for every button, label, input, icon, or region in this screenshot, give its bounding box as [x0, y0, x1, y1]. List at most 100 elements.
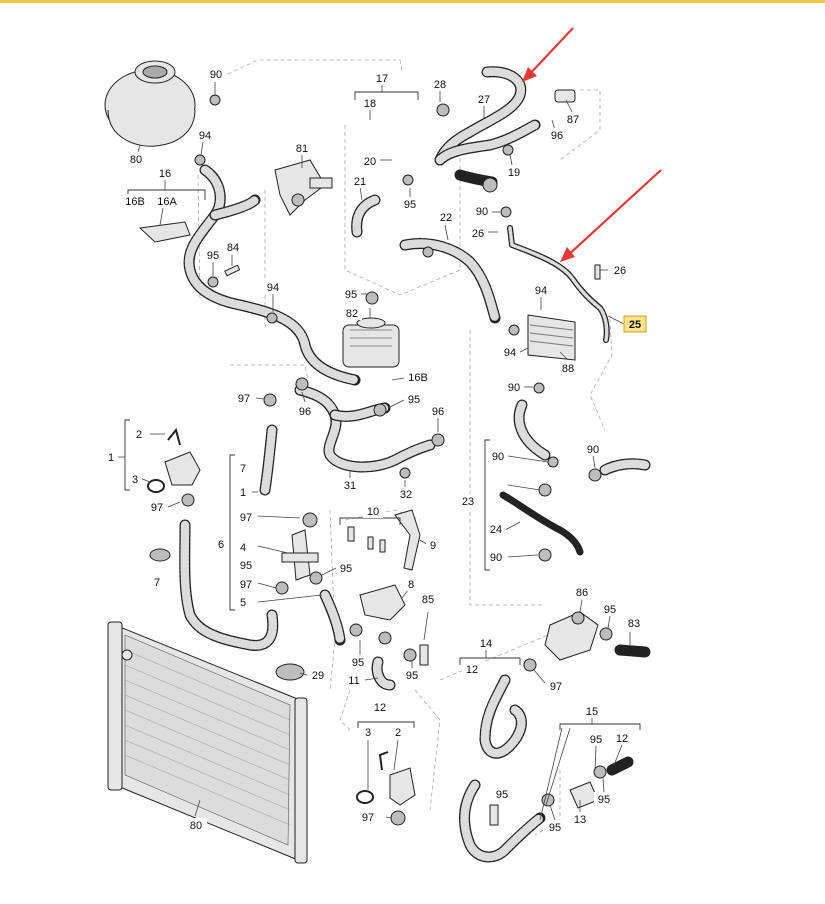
part-label[interactable]: 90 — [206, 67, 226, 81]
part-label[interactable]: 90 — [504, 380, 524, 394]
part-label[interactable]: 95 — [404, 392, 424, 406]
svg-text:9: 9 — [430, 540, 436, 552]
connector-1 — [147, 427, 201, 493]
part-label[interactable]: 11 — [344, 673, 364, 687]
part-label[interactable]: 95 — [492, 787, 512, 801]
part-label[interactable]: 97 — [234, 391, 254, 405]
svg-text:1: 1 — [240, 487, 246, 499]
part-label[interactable]: 84 — [223, 240, 243, 254]
part-label[interactable]: 12 — [370, 700, 390, 714]
part-label[interactable]: 94 — [500, 345, 520, 359]
oil-cooler-82 — [342, 317, 400, 368]
part-label[interactable]: 13 — [570, 812, 590, 826]
part-label[interactable]: 26 — [468, 226, 488, 240]
part-label[interactable]: 6 — [214, 537, 228, 551]
part-label[interactable]: 17 — [372, 71, 392, 85]
part-label[interactable]: 2 — [130, 427, 148, 441]
part-label[interactable]: 14 — [476, 636, 496, 650]
svg-text:1: 1 — [108, 452, 114, 464]
svg-text:11: 11 — [348, 675, 359, 687]
part-label[interactable]: 96 — [428, 404, 448, 418]
part-label[interactable]: 16B — [121, 194, 149, 208]
part-label-highlighted[interactable]: 25 — [623, 315, 647, 333]
svg-text:95: 95 — [406, 670, 418, 682]
part-label[interactable]: 95 — [600, 602, 620, 616]
part-label[interactable]: 16 — [155, 166, 175, 180]
part-label[interactable]: 87 — [563, 112, 583, 126]
part-label[interactable]: 31 — [340, 478, 360, 492]
part-label[interactable]: 90 — [486, 550, 506, 564]
part-label[interactable]: 95 — [203, 248, 223, 262]
part-label[interactable]: 90 — [472, 204, 492, 218]
part-label[interactable]: 19 — [504, 165, 524, 179]
part-label[interactable]: 22 — [436, 210, 456, 224]
part-label[interactable]: 90 — [488, 449, 508, 463]
part-label[interactable]: 12 — [612, 731, 632, 745]
part-label[interactable]: 80 — [185, 818, 207, 832]
part-label[interactable]: 97 — [236, 510, 256, 524]
part-label[interactable]: 95 — [348, 655, 368, 669]
part-label[interactable]: 94 — [263, 280, 283, 294]
part-label[interactable]: 83 — [624, 616, 644, 630]
part-label[interactable]: 95 — [545, 820, 565, 834]
part-label[interactable]: 23 — [458, 494, 478, 508]
svg-text:94: 94 — [535, 285, 547, 297]
part-label[interactable]: 85 — [418, 592, 438, 606]
part-label[interactable]: 1 — [104, 450, 118, 464]
part-label[interactable]: 95 — [400, 197, 420, 211]
part-label[interactable]: 12 — [462, 662, 482, 676]
part-label[interactable]: 9 — [426, 538, 440, 552]
part-label[interactable]: 16B — [404, 370, 432, 384]
part-label[interactable]: 15 — [582, 704, 602, 718]
part-label[interactable]: 95 — [402, 668, 422, 682]
part-label[interactable]: 95 — [594, 792, 614, 806]
part-label[interactable]: 82 — [342, 306, 362, 320]
part-label[interactable]: 27 — [474, 92, 494, 106]
part-label[interactable]: 95 — [236, 558, 256, 572]
svg-text:32: 32 — [400, 489, 412, 501]
part-label[interactable]: 1 — [236, 485, 250, 499]
part-label[interactable]: 96 — [295, 404, 315, 418]
part-label[interactable]: 3 — [361, 725, 375, 739]
svg-text:23: 23 — [462, 496, 474, 508]
svg-text:7: 7 — [154, 577, 160, 589]
part-label[interactable]: 97 — [546, 679, 566, 693]
hoses — [179, 66, 651, 863]
part-label[interactable]: 80 — [125, 152, 147, 166]
part-label[interactable]: 10 — [363, 504, 383, 518]
part-label[interactable]: 18 — [360, 96, 380, 110]
part-label[interactable]: 8 — [404, 577, 418, 591]
part-label[interactable]: 81 — [292, 141, 312, 155]
part-label[interactable]: 26 — [610, 263, 630, 277]
part-label[interactable]: 97 — [147, 500, 167, 514]
part-label[interactable]: 4 — [236, 540, 250, 554]
part-label[interactable]: 3 — [128, 472, 142, 486]
part-label[interactable]: 16A — [152, 194, 182, 208]
part-label[interactable]: 28 — [430, 77, 450, 91]
oil-cooler-88 — [527, 314, 576, 361]
part-label[interactable]: 20 — [360, 154, 380, 168]
bracket-9 — [394, 509, 421, 571]
svg-text:6: 6 — [218, 539, 224, 551]
part-label[interactable]: 95 — [336, 561, 356, 575]
part-label[interactable]: 95 — [586, 732, 606, 746]
part-label[interactable]: 7 — [236, 461, 250, 475]
svg-text:95: 95 — [404, 199, 416, 211]
svg-text:12: 12 — [374, 702, 386, 714]
part-label[interactable]: 7 — [150, 575, 164, 589]
part-label[interactable]: 86 — [572, 585, 592, 599]
part-label[interactable]: 96 — [547, 128, 567, 142]
part-label[interactable]: 94 — [195, 128, 215, 142]
part-label[interactable]: 97 — [358, 810, 378, 824]
part-label[interactable]: 24 — [486, 522, 506, 536]
part-label[interactable]: 94 — [531, 283, 551, 297]
part-label[interactable]: 32 — [396, 487, 416, 501]
part-label[interactable]: 2 — [391, 725, 405, 739]
part-label[interactable]: 5 — [236, 595, 250, 609]
part-label[interactable]: 29 — [308, 668, 328, 682]
part-label[interactable]: 97 — [236, 577, 256, 591]
part-label[interactable]: 21 — [350, 174, 370, 188]
part-label[interactable]: 95 — [341, 287, 361, 301]
part-label[interactable]: 88 — [558, 361, 578, 375]
part-label[interactable]: 90 — [583, 442, 603, 456]
